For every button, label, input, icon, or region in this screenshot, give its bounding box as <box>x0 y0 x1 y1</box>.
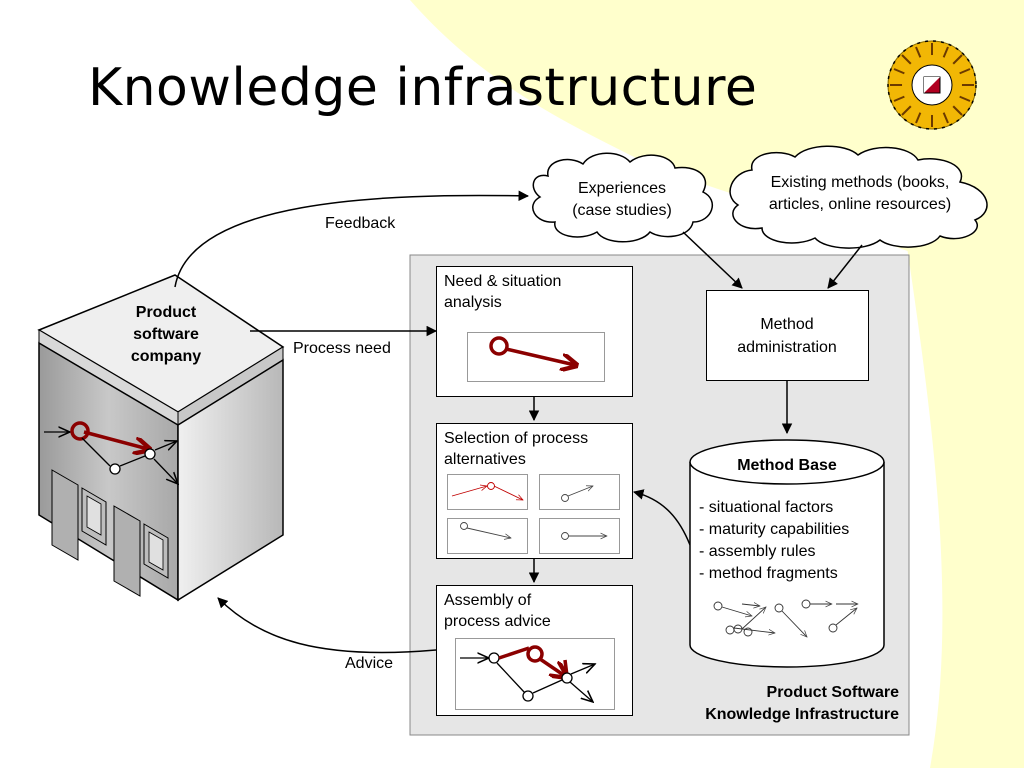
infrastructure-label-line2: Knowledge Infrastructure <box>705 706 899 723</box>
company-label-line2: software <box>133 326 199 343</box>
experiences-to-admin-arrow <box>682 231 743 289</box>
advice-arrow <box>217 597 437 654</box>
selection-alternatives-fragments <box>447 474 620 554</box>
assembly-box: Assembly of process advice <box>436 585 633 716</box>
selection-title-line1: Selection of process <box>444 430 589 447</box>
need-analysis-title-line2: analysis <box>444 294 502 311</box>
method-base-item-2: - maturity capabilities <box>699 521 850 538</box>
method-base-item-3: - assembly rules <box>699 543 816 560</box>
existing-to-admin-arrow <box>827 244 863 289</box>
existing-methods-cloud <box>729 145 988 249</box>
need-analysis-fragment <box>467 332 605 382</box>
advice-label: Advice <box>345 655 394 672</box>
method-admin-line2: administration <box>737 339 837 356</box>
slide-title: Knowledge infrastructure <box>88 58 758 118</box>
company-label-line1: Product <box>135 304 197 321</box>
company-building <box>37 274 285 602</box>
existing-methods-label-line2: articles, online resources) <box>768 196 952 213</box>
process-need-label: Process need <box>293 340 391 357</box>
background-blob-right <box>900 200 1024 768</box>
need-analysis-box: Need & situation analysis <box>436 266 633 397</box>
company-label-line3: company <box>130 348 202 365</box>
experiences-label-line2: (case studies) <box>572 202 672 219</box>
base-to-selection-arrow <box>632 489 691 546</box>
assembly-fragment <box>455 638 615 710</box>
selection-box: Selection of process alternatives <box>436 423 633 559</box>
need-analysis-title-line1: Need & situation <box>444 273 562 290</box>
assembly-title-line1: Assembly of <box>444 592 532 609</box>
experiences-label-line1: Experiences <box>577 180 667 197</box>
method-base-item-4: - method fragments <box>699 565 838 582</box>
infrastructure-label-line1: Product Software <box>766 684 899 701</box>
experiences-cloud <box>532 152 714 243</box>
university-logo <box>887 40 977 130</box>
method-base-cylinder <box>689 439 885 668</box>
method-base-title: Method Base <box>737 457 837 474</box>
method-base-item-1: - situational factors <box>699 499 834 516</box>
method-admin-line1: Method <box>760 316 814 333</box>
feedback-arrow <box>174 190 530 288</box>
assembly-title-line2: process advice <box>444 613 551 630</box>
method-administration-box: Method administration <box>706 290 869 381</box>
selection-title-line2: alternatives <box>444 451 526 468</box>
feedback-label: Feedback <box>325 215 396 232</box>
existing-methods-label-line1: Existing methods (books, <box>770 174 950 191</box>
